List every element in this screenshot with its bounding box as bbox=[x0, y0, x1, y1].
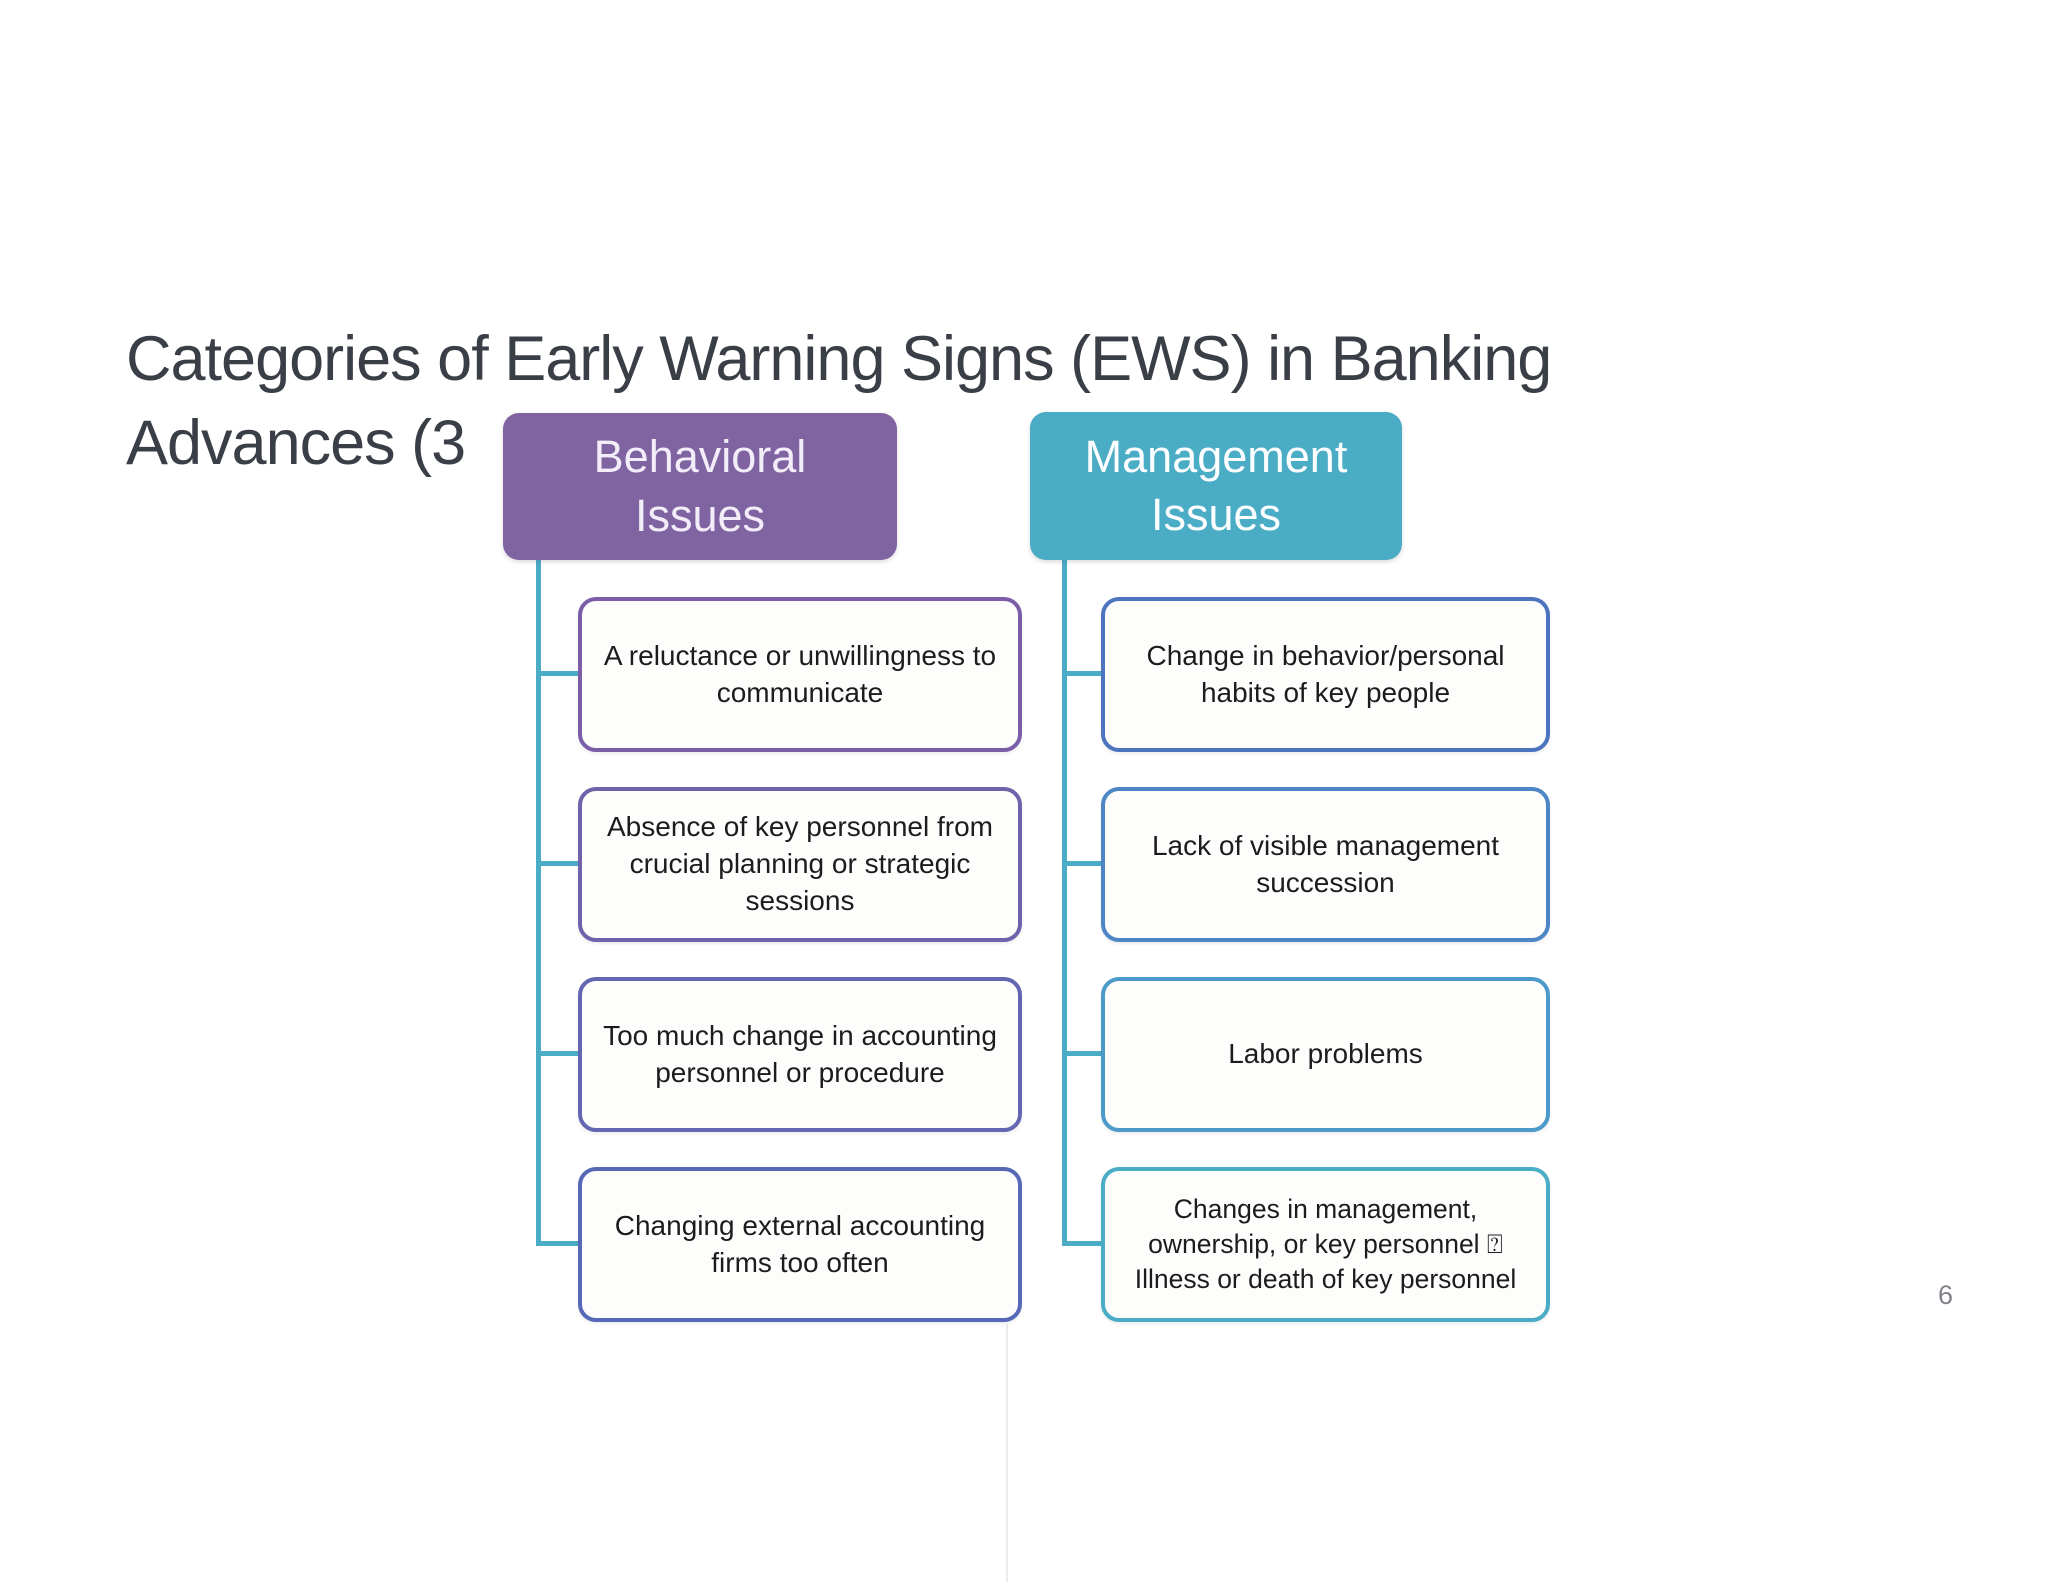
management-item-box-4: Changes in management, ownership, or key… bbox=[1101, 1167, 1550, 1322]
management-connector-stub-2 bbox=[1062, 861, 1102, 866]
behavioral-item-box-3: Too much change in accounting personnel … bbox=[578, 977, 1022, 1132]
behavioral-connector-stub-3 bbox=[536, 1051, 578, 1056]
title-line-1: Categories of Early Warning Signs (EWS) … bbox=[126, 324, 1552, 394]
management-connector-stub-4 bbox=[1062, 1241, 1102, 1246]
behavioral-connector-stub-2 bbox=[536, 861, 578, 866]
page-number: 6 bbox=[1938, 1280, 1954, 1310]
behavioral-item-box-1: A reluctance or unwillingness to communi… bbox=[578, 597, 1022, 752]
management-connector-stub-1 bbox=[1062, 671, 1102, 676]
management-vertical-connector-line bbox=[1062, 559, 1067, 1244]
title-line-2: Advances (3 bbox=[126, 407, 466, 478]
management-item-box-2: Lack of visible management succession bbox=[1101, 787, 1550, 942]
behavioral-item-box-4: Changing external accounting firms too o… bbox=[578, 1167, 1022, 1322]
behavioral-item-box-2: Absence of key personnel from crucial pl… bbox=[578, 787, 1022, 942]
behavioral-connector-stub-1 bbox=[536, 671, 578, 676]
management-connector-stub-3 bbox=[1062, 1051, 1102, 1056]
background-seam-line bbox=[1006, 1324, 1008, 1582]
behavioral-connector-stub-4 bbox=[536, 1241, 578, 1246]
behavioral-vertical-connector-line bbox=[536, 559, 541, 1244]
slide-title: Categories of Early Warning Signs (EWS) … bbox=[126, 318, 1826, 486]
management-issues-header-box: Management Issues bbox=[1030, 412, 1402, 560]
behavioral-issues-header-box: Behavioral Issues bbox=[503, 413, 897, 560]
management-item-box-3: Labor problems bbox=[1101, 977, 1550, 1132]
management-item-box-1: Change in behavior/personal habits of ke… bbox=[1101, 597, 1550, 752]
